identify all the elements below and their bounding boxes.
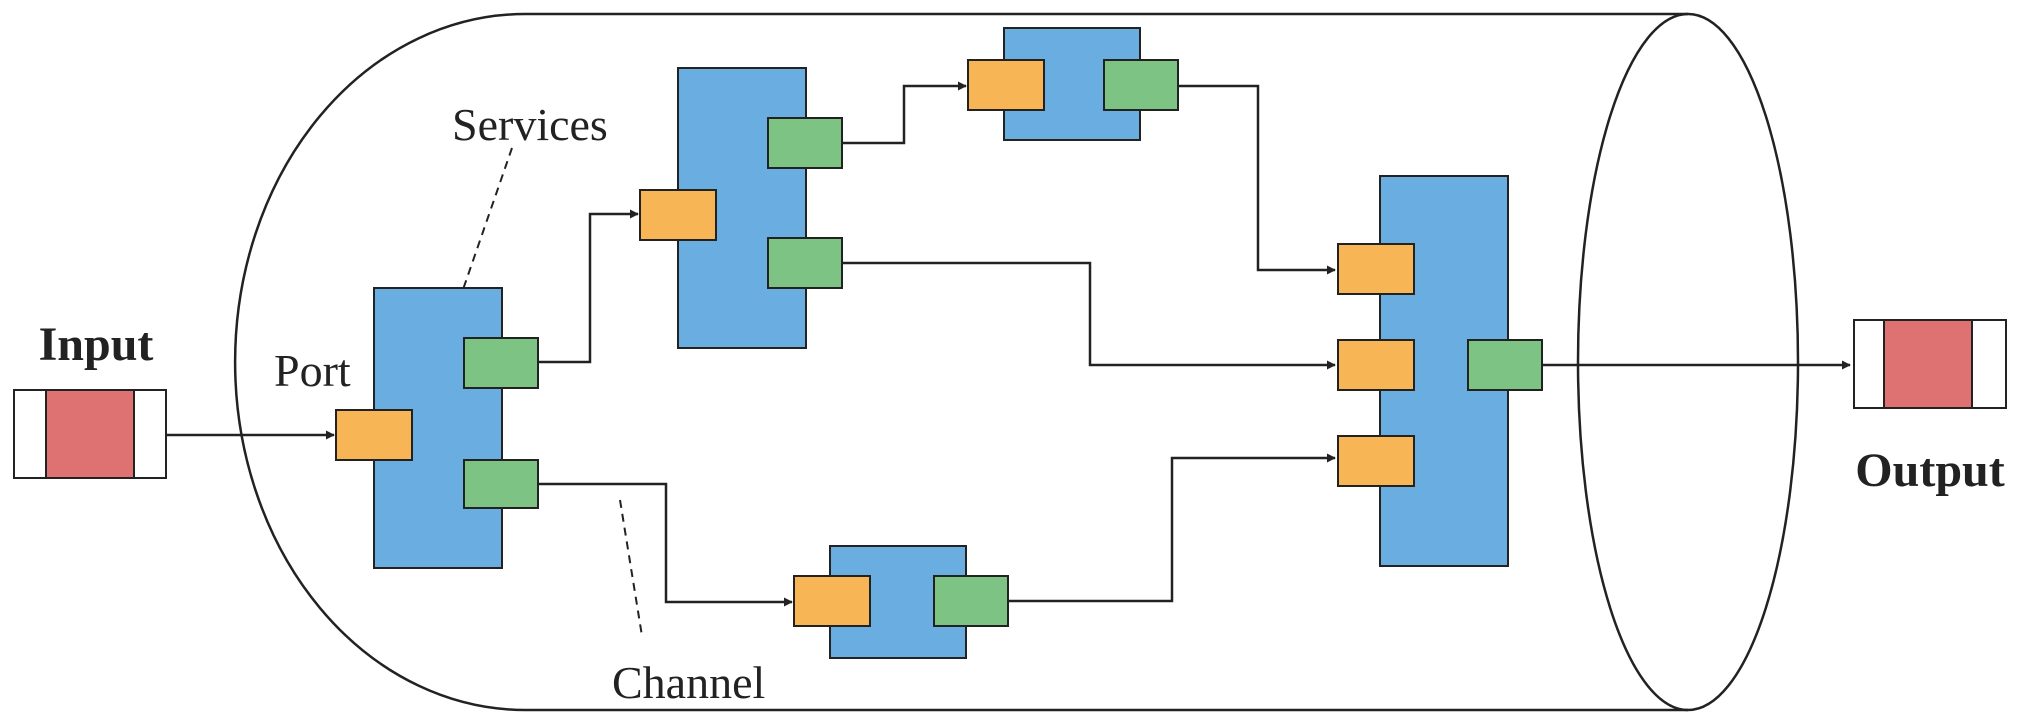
services-leader-line [457,147,513,305]
cylinder-body [233,12,1688,712]
channel-service-3-to-service-5 [1178,84,1336,275]
service-5-output-port [1467,339,1543,391]
service-1-output-port-upper [463,337,539,389]
channel-label: Channel [612,657,765,708]
channel-service-1-to-service-4 [538,482,793,607]
service-5 [1337,175,1543,567]
service-5-input-port-3 [1337,435,1415,487]
service-4 [793,545,1009,659]
service-4-output-port [933,575,1009,627]
service-2-input-port [639,189,717,241]
service-5-input-port-1 [1337,243,1415,295]
input-label: Input [39,318,154,371]
service-1-input-port [335,409,413,461]
service-2-output-port-upper [767,117,843,169]
channel-service-4-to-service-5 [1008,453,1336,603]
service-3-input-port [967,59,1045,111]
service-1 [335,287,539,569]
channel-service-1-to-service-2 [538,209,639,364]
input-packet [13,389,167,479]
service-2-output-port-lower [767,237,843,289]
service-3 [967,27,1179,141]
port-label: Port [274,345,351,396]
service-5-input-port-2 [1337,339,1415,391]
services-label: Services [452,99,608,150]
service-1-output-port-lower [463,459,539,509]
service-4-input-port [793,575,871,627]
channel-service-2-to-service-5 [842,261,1336,370]
output-label: Output [1855,444,2004,497]
channel-service-2-to-service-3 [842,81,967,145]
cylinder-end-cap [1576,12,1800,712]
channel-leader-line [619,499,643,637]
service-2 [639,67,843,349]
output-packet [1853,319,2007,409]
service-3-output-port [1103,59,1179,111]
